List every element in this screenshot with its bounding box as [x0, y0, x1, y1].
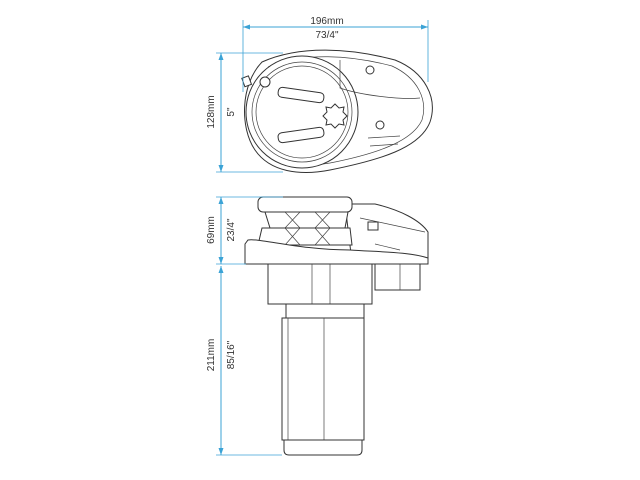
- deck-plate: [244, 239, 429, 265]
- height-in-label: 5": [226, 107, 237, 117]
- bolt-icon: [375, 120, 385, 130]
- lower-mm-label: 211mm: [206, 339, 217, 372]
- lower-in-label: 85/16": [226, 340, 237, 369]
- dimension-lower-height: 211mm 85/16": [206, 266, 282, 456]
- housing-side: [344, 203, 429, 263]
- upper-gear: [264, 211, 349, 229]
- bolt-icon: [365, 65, 375, 75]
- motor-end-cap: [283, 439, 363, 456]
- gearbox: [267, 263, 373, 305]
- top-view: [241, 49, 433, 173]
- lower-gear: [257, 227, 353, 246]
- motor-adapter: [285, 303, 365, 319]
- side-view: [244, 196, 429, 456]
- width-mm-label: 196mm: [310, 16, 343, 27]
- star-drive-socket: [322, 103, 348, 129]
- logo-plate-top: [277, 86, 325, 104]
- logo-plate-bottom: [277, 126, 325, 144]
- side-gearbox: [374, 263, 421, 291]
- drum-cap: [257, 196, 353, 213]
- upper-mm-label: 69mm: [206, 216, 217, 244]
- dimension-height: 128mm 5": [206, 52, 283, 173]
- height-mm-label: 128mm: [206, 95, 217, 128]
- bolt-icon: [259, 76, 271, 88]
- drum-outer: [245, 55, 359, 169]
- width-in-label: 73/4": [315, 30, 338, 41]
- dimension-upper-height: 69mm 23/4": [206, 196, 283, 265]
- dimension-width: 196mm 73/4": [242, 16, 429, 92]
- motor: [281, 317, 365, 441]
- upper-in-label: 23/4": [226, 218, 237, 241]
- latch-side: [367, 221, 379, 231]
